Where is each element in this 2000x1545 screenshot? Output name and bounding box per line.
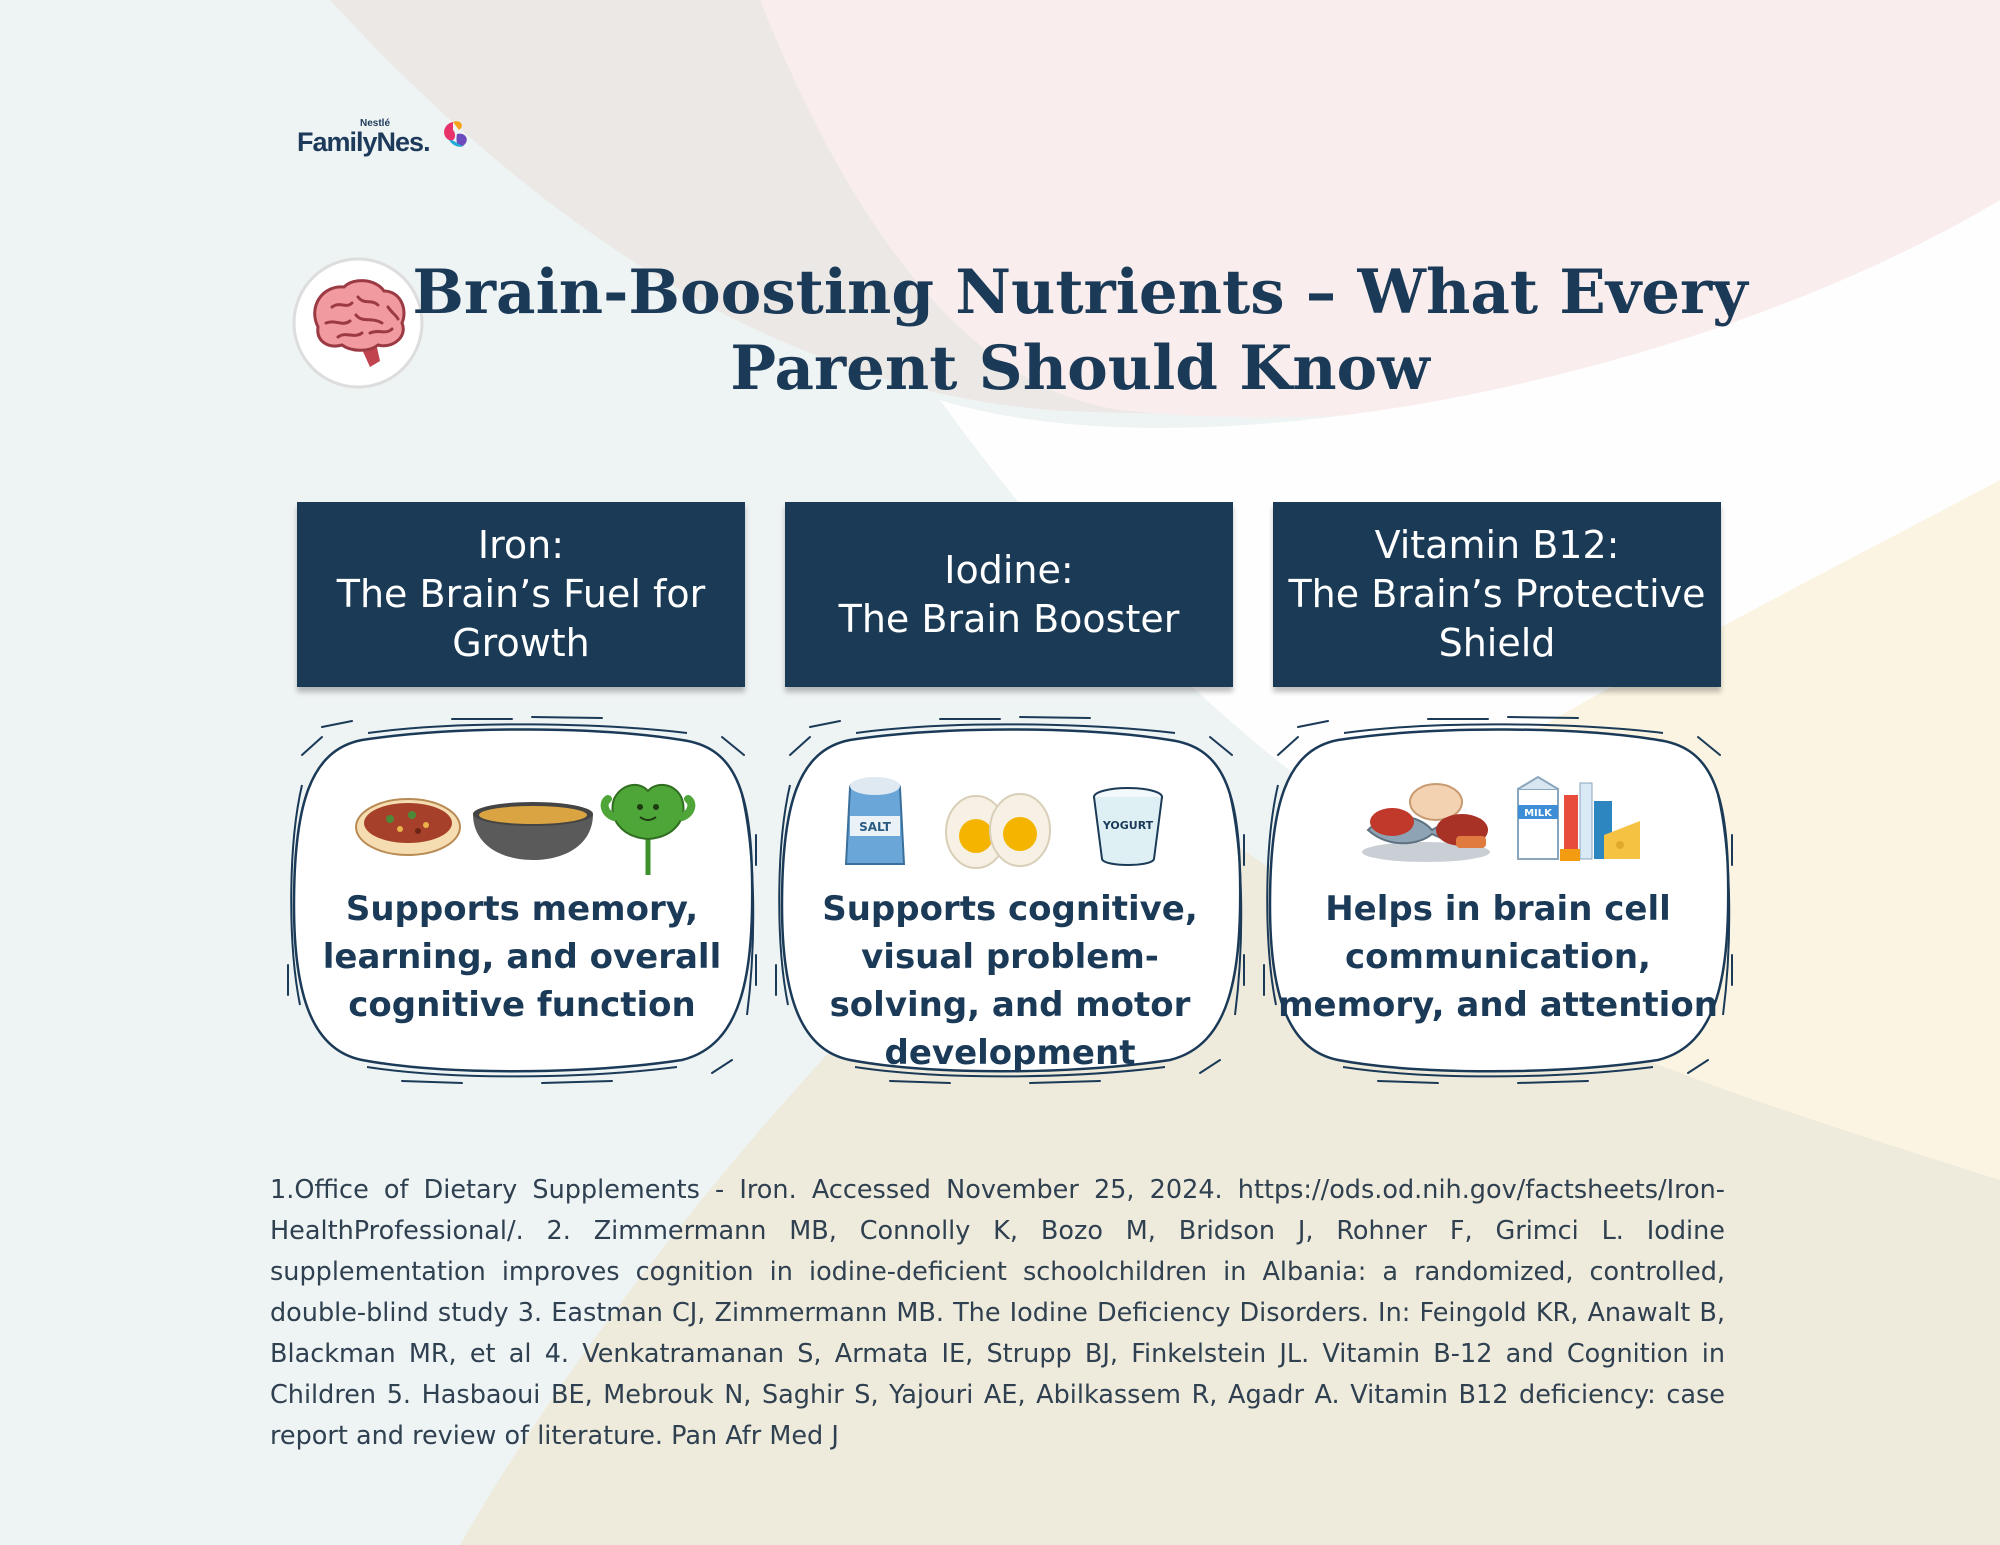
iodine-header-line: The Brain Booster xyxy=(838,596,1180,641)
egg-icon xyxy=(945,793,1051,869)
milk-label: MILK xyxy=(1524,808,1553,819)
yogurt-icon: YOGURT xyxy=(1093,787,1163,866)
iron-header-line: Iron: xyxy=(477,523,565,567)
meat-fish-icon xyxy=(1362,783,1490,862)
logo-nestle-text: Nestlé xyxy=(360,118,391,129)
references: 1.Office of Dietary Supplements - Iron. … xyxy=(270,1175,1725,1451)
b12-header-line: The Brain’s Protective xyxy=(1288,572,1706,616)
iron-food-icons xyxy=(292,765,752,885)
logo-swirl-icon xyxy=(444,121,467,147)
brand-logo: Nestlé FamilyNes. xyxy=(297,118,497,158)
iron-card: Supports memory, learning, and overall c… xyxy=(287,716,757,1084)
b12-header: Vitamin B12: The Brain’s Protective Shie… xyxy=(1273,502,1721,687)
logo-wordmark: FamilyNes. xyxy=(297,127,431,157)
iodine-header-line: Iodine: xyxy=(944,547,1074,592)
iodine-card: SALT YOGURT Supports cognitive, visual p… xyxy=(775,716,1245,1084)
iron-description: Supports memory, learning, and overall c… xyxy=(322,889,722,1025)
b12-header-line: Vitamin B12: xyxy=(1374,523,1620,567)
iodine-description: Supports cognitive, visual problem-solvi… xyxy=(822,889,1198,1073)
dal-soup-icon xyxy=(473,802,593,860)
iron-header-line: Growth xyxy=(452,621,590,665)
iron-header-line: The Brain’s Fuel for xyxy=(336,572,706,616)
b12-header-line: Shield xyxy=(1438,621,1556,665)
salt-label: SALT xyxy=(859,820,892,834)
b12-card: MILK Helps in brain cell communication, … xyxy=(1263,716,1733,1084)
brain-icon xyxy=(292,257,424,389)
iodine-header: Iodine: The Brain Booster xyxy=(785,502,1233,687)
iodine-food-icons: SALT YOGURT xyxy=(780,765,1240,885)
yogurt-label: YOGURT xyxy=(1102,819,1154,832)
b12-description: Helps in brain cell communication, memor… xyxy=(1278,889,1718,1025)
lentil-curry-icon xyxy=(355,798,461,856)
iron-header: Iron: The Brain’s Fuel for Growth xyxy=(297,502,745,687)
b12-food-icons: MILK xyxy=(1268,765,1728,885)
spinach-icon xyxy=(600,783,696,875)
dairy-products-icon: MILK xyxy=(1517,775,1640,861)
page-title: Brain-Boosting Nutrients – What Every Pa… xyxy=(412,257,1748,404)
salt-icon: SALT xyxy=(844,777,906,865)
